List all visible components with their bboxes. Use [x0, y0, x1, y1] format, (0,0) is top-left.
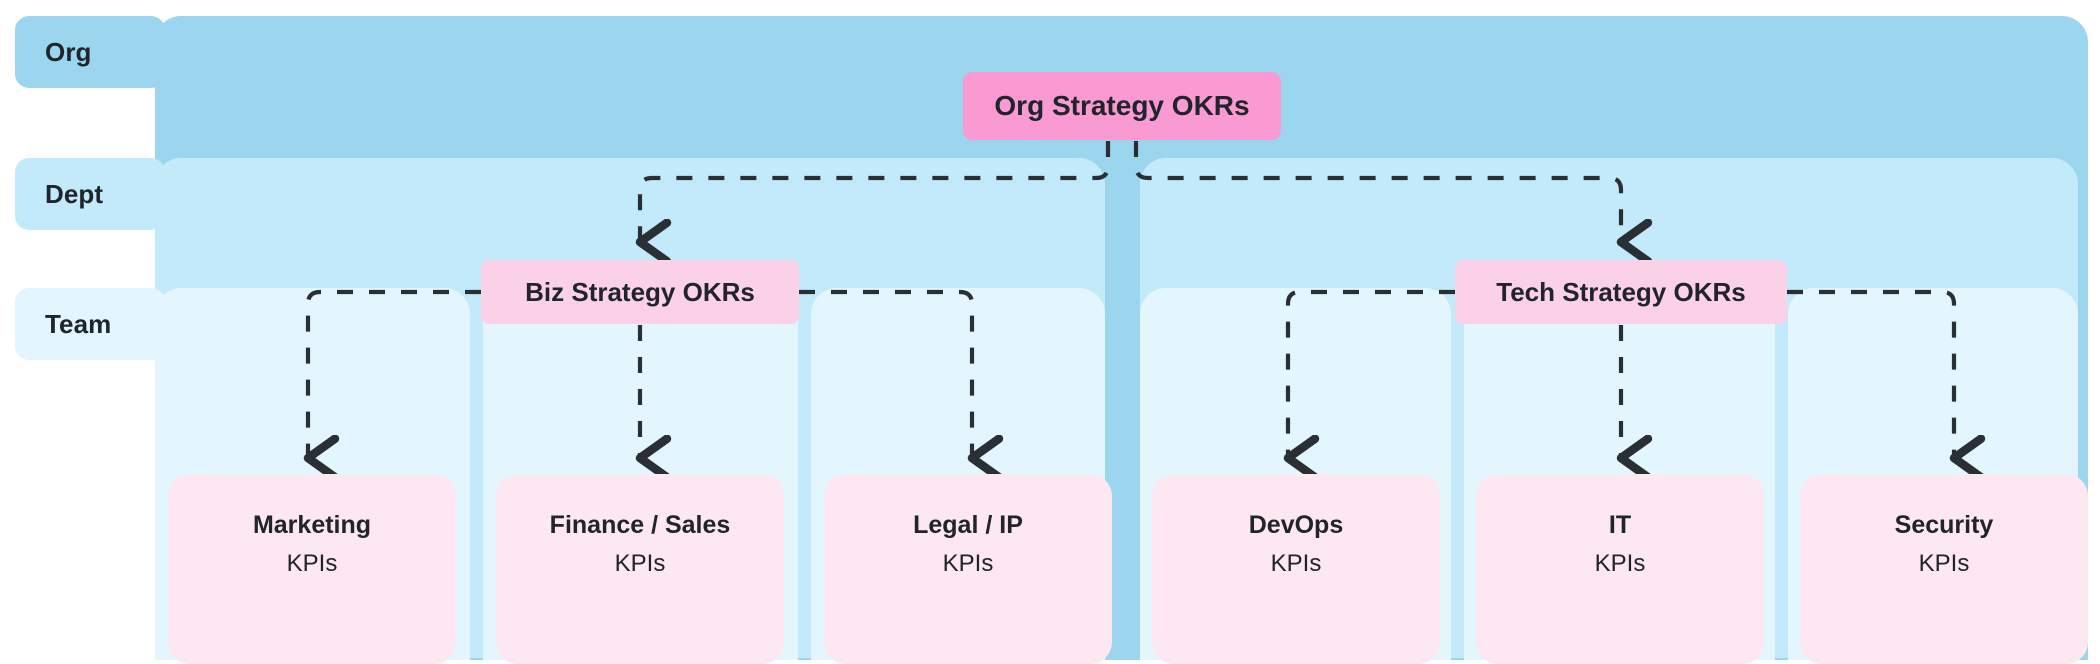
lane-tab-dept-label: Dept: [45, 178, 104, 209]
lane-tab-org-label: Org: [45, 36, 92, 67]
team-card-it-subtitle: KPIs: [1594, 549, 1646, 577]
lane-tab-org[interactable]: Org: [15, 16, 165, 88]
node-biz-strategy-okrs-label: Biz Strategy OKRs: [525, 276, 755, 307]
team-card-legal-ip[interactable]: Legal / IP KPIs: [824, 474, 1112, 664]
team-card-legal-ip-title: Legal / IP: [913, 511, 1023, 539]
node-tech-strategy-okrs[interactable]: Tech Strategy OKRs: [1455, 260, 1787, 324]
node-org-strategy-okrs-label: Org Strategy OKRs: [994, 90, 1250, 121]
lane-tab-dept[interactable]: Dept: [15, 158, 165, 230]
team-card-security[interactable]: Security KPIs: [1800, 474, 2088, 664]
node-biz-strategy-okrs[interactable]: Biz Strategy OKRs: [481, 260, 799, 324]
team-card-marketing-title: Marketing: [252, 511, 372, 539]
team-card-finance-sales-title: Finance / Sales: [549, 511, 731, 539]
team-card-devops-title: DevOps: [1248, 511, 1344, 539]
team-card-it[interactable]: IT KPIs: [1476, 474, 1764, 664]
lane-tab-team[interactable]: Team: [15, 288, 165, 360]
node-tech-strategy-okrs-label: Tech Strategy OKRs: [1496, 276, 1746, 307]
lane-tab-team-label: Team: [45, 308, 112, 339]
team-card-it-title: IT: [1608, 511, 1632, 539]
team-card-security-title: Security: [1894, 511, 1994, 539]
team-card-legal-ip-subtitle: KPIs: [942, 549, 994, 577]
team-card-devops[interactable]: DevOps KPIs: [1152, 474, 1440, 664]
team-card-finance-sales-subtitle: KPIs: [614, 549, 666, 577]
team-card-security-subtitle: KPIs: [1918, 549, 1970, 577]
team-card-marketing[interactable]: Marketing KPIs: [168, 474, 456, 664]
team-card-devops-subtitle: KPIs: [1270, 549, 1322, 577]
node-org-strategy-okrs[interactable]: Org Strategy OKRs: [963, 72, 1281, 140]
team-card-finance-sales[interactable]: Finance / Sales KPIs: [496, 474, 784, 664]
team-card-marketing-subtitle: KPIs: [286, 549, 338, 577]
